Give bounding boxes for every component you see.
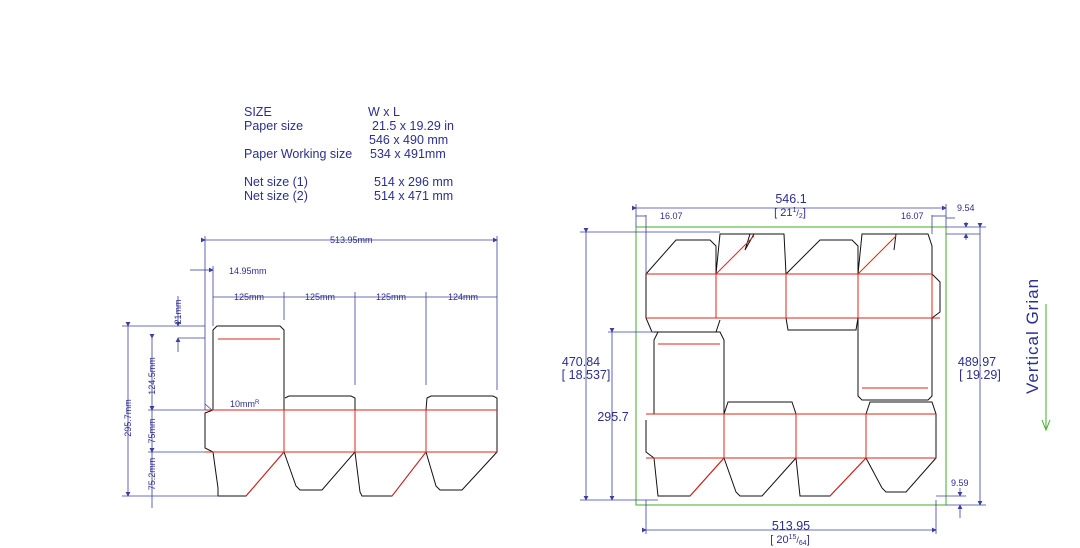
paper-size-in: 21.5 x 19.29 in [372,119,454,133]
left-corner-radius: 10mmR [230,399,260,409]
top-row-nets [645,233,941,401]
working-size-label: Paper Working size [244,147,352,161]
margin-right: 16.07 [901,211,924,221]
paper-size-mm: 546 x 490 mm [369,133,448,147]
size-value: W x L [368,105,400,119]
left-height-in: [ 18.537] [562,368,611,382]
left-body: 75mm [147,418,157,443]
bottom-row-nets [645,331,937,497]
left-net-outline [204,325,285,497]
left-height-total: 295.7mm [123,399,133,437]
left-net-outline-3 [354,410,427,497]
left-crease-diag1 [245,451,285,497]
sheet-width: 546.1 [775,192,806,206]
net2-label: Net size (2) [244,189,308,203]
left-total-width: 513.95mm [330,235,373,245]
net1-value: 514 x 296 mm [374,175,453,189]
size-label: SIZE [244,105,272,119]
left-panel3: 125mm [376,292,406,302]
grain-arrow-head-icon [1041,419,1051,432]
net-width-in: [ 2015/64] [770,534,810,547]
left-crease-diag2 [391,451,427,497]
margin-top-right: 9.54 [957,203,975,213]
left-height: 470.84 [562,355,600,369]
spec-block: SIZE W x L Paper size 21.5 x 19.29 in 54… [244,105,454,203]
left-top-panel: 124.5mm [147,357,157,395]
margin-left: 16.07 [660,211,683,221]
left-panel2: 125mm [305,292,335,302]
right-height: 489.97 [958,355,996,369]
right-sheet-layout: 546.1 [ 211/2] 16.07 16.07 9.54 470.84 [… [562,192,1001,547]
left-panel4: 124mm [448,292,478,302]
net-width: 513.95 [772,519,810,533]
left-bottom: 75.2mm [147,458,157,491]
working-size-value: 534 x 491mm [370,147,446,161]
net2-value: 514 x 471 mm [374,189,453,203]
grain-direction: Vertical Grian [1023,278,1051,432]
right-height-in: [ 19.29] [959,368,1001,382]
left-glue-flap: 14.95mm [229,266,267,276]
left-top-tuck: 21mm [173,299,183,324]
grain-label: Vertical Grian [1023,278,1042,394]
left-box-net: 513.95mm 14.95mm 125mm 125mm 125mm 124mm… [122,235,498,508]
net1-label: Net size (1) [244,175,308,189]
left-panel1: 125mm [234,292,264,302]
inner-height: 295.7 [597,410,628,424]
paper-size-label: Paper size [244,119,303,133]
paper-sheet-outline [635,226,947,506]
sheet-width-in: [ 211/2] [774,207,806,220]
bottom-margin: 9.59 [951,478,969,488]
